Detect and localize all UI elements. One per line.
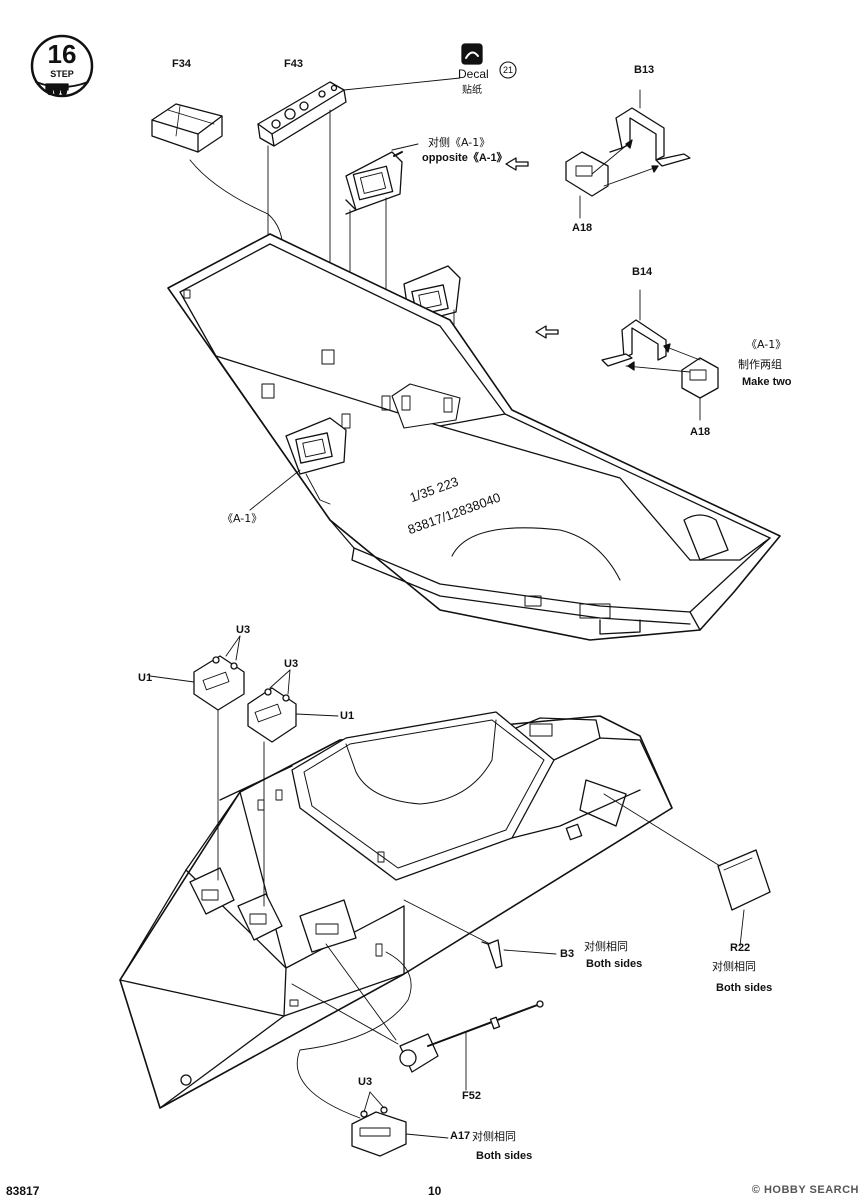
label-b14: B14 [632, 266, 653, 278]
label-u3-a: U3 [236, 624, 251, 636]
label-f34: F34 [172, 58, 191, 70]
part-f43-drawing [257, 77, 461, 381]
label-f52: F52 [462, 1090, 481, 1102]
note-a1-right: 《A-1》 [746, 338, 787, 351]
watermark: © HOBBY SEARCH [751, 1184, 859, 1196]
note-a1-left: 《A-1》 [222, 512, 263, 525]
decal-label: Decal [458, 67, 489, 81]
footer-page-number: 10 [428, 1184, 442, 1198]
part-u1-right-drawing [247, 687, 339, 907]
label-u3-c: U3 [358, 1076, 373, 1088]
note-make-two-cn: 制作两组 [738, 358, 782, 371]
step-badge-icon [30, 34, 94, 98]
note-both-cn-a17: 对侧相同 [472, 1130, 516, 1143]
part-u1-left-drawing [149, 655, 245, 881]
label-u3-b: U3 [284, 658, 299, 670]
label-r22: R22 [730, 942, 751, 954]
part-a18-top-drawing [565, 139, 659, 219]
lower-hull-exterior [119, 711, 673, 1109]
part-a17-drawing [351, 1106, 449, 1157]
leader-lines [225, 143, 745, 1113]
label-b3: B3 [560, 948, 575, 960]
hollow-arrow-icon [505, 157, 559, 339]
note-make-two-en: Make two [742, 376, 792, 388]
note-opposite-cn: 对侧《A-1》 [428, 136, 491, 149]
part-b3-drawing [403, 899, 557, 969]
step-number: 16 [47, 39, 77, 69]
note-opposite-en: opposite《A-1》 [422, 152, 508, 164]
decal-number: 21 [502, 65, 513, 75]
label-u1-left: U1 [138, 672, 153, 684]
note-both-en-a17: Both sides [476, 1150, 533, 1162]
upper-hull-interior [167, 233, 781, 641]
decal-label-cn: 贴纸 [462, 85, 482, 96]
step-word: STEP [50, 69, 74, 79]
part-a18-mid-drawing [625, 343, 719, 421]
label-u1-right: U1 [340, 710, 355, 722]
note-both-cn-r22: 对侧相同 [712, 960, 756, 973]
part-f52-drawing [291, 943, 544, 1119]
note-both-en-b3: Both sides [586, 958, 643, 970]
part-r22-drawing [603, 793, 771, 911]
note-both-cn-b3: 对侧相同 [584, 940, 628, 953]
note-both-en-r22: Both sides [716, 982, 773, 994]
label-a18-top: A18 [572, 222, 593, 234]
label-f43: F43 [284, 58, 303, 70]
label-a17: A17 [450, 1130, 471, 1142]
footer-product-code: 83817 [6, 1184, 40, 1198]
part-b13-drawing [609, 89, 691, 167]
label-b13: B13 [634, 64, 655, 76]
part-b14-drawing [601, 289, 667, 367]
decal-icon [461, 43, 517, 79]
label-a18-mid: A18 [690, 426, 711, 438]
